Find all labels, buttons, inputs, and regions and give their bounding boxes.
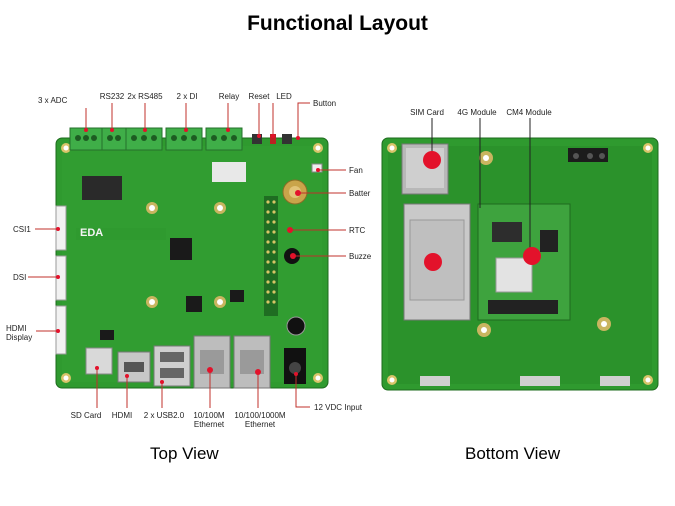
label-rtc: RTC [349,226,366,235]
label-ethernet-100m: 10/100M Ethernet [193,411,225,429]
label-buzzer: Buzze [349,252,372,261]
label-sd-card: SD Card [70,411,102,420]
label-hdmi-display: HDMI Display [6,324,33,342]
label-cm4-module: CM4 Module [506,108,552,117]
label-csi1: CSI1 [13,225,31,234]
label-sim-card: SIM Card [410,108,444,117]
terminal-relay [205,127,243,151]
label-power-input: 12 VDC Input [314,403,363,412]
board-logo: EDA [80,227,104,239]
terminal-di [165,127,203,151]
label-battery: Batter [349,189,371,198]
top-view-markers [28,102,346,408]
label-adc: 3 x ADC [38,96,68,105]
label-usb: 2 x USB2.0 [143,411,185,420]
label-button: Button [313,99,337,108]
label-fan: Fan [349,166,363,175]
label-led: LED [276,92,292,101]
page-title: Functional Layout [247,12,428,35]
label-reset: Reset [248,92,270,101]
caption-top-view: Top View [150,444,219,463]
sd-card-slot [85,347,113,375]
hdmi-display-connector [55,305,67,355]
label-relay: Relay [218,92,240,101]
label-ethernet-1000m: 10/100/1000M Ethernet [234,411,286,429]
label-4g-module: 4G Module [457,108,497,117]
dsi-connector [55,255,67,301]
gpio-header [264,196,278,316]
terminal-rs232 [101,127,127,151]
terminal-rs485 [125,127,163,151]
csi1-connector [55,205,67,251]
caption-bottom-view: Bottom View [465,444,561,463]
label-rs232: RS232 [99,92,125,101]
bottom-view-board [381,137,659,391]
label-di: 2 x DI [176,92,198,101]
bottom-view-dots [423,151,541,271]
top-view-board [55,127,329,389]
label-dsi: DSI [13,273,27,282]
sticker-block [82,176,122,200]
label-hdmi: HDMI [111,411,133,420]
label-rs485: 2x RS485 [127,92,163,101]
